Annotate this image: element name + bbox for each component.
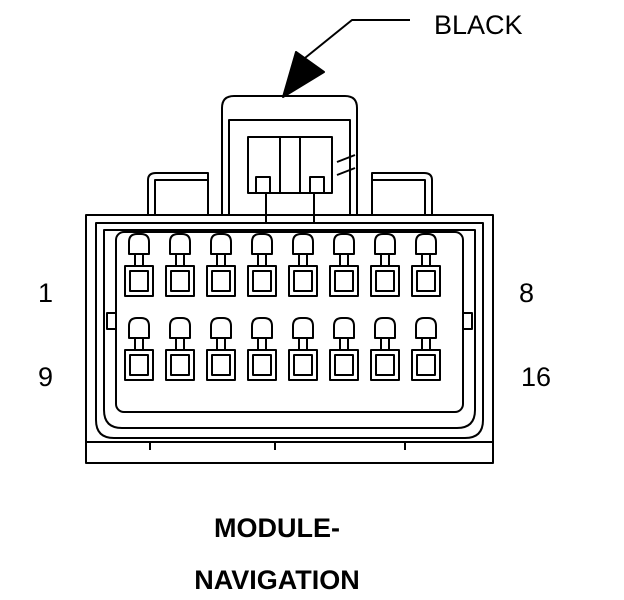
pin-cavity-1 xyxy=(125,234,153,296)
pin-cavity-14 xyxy=(330,318,358,380)
connector-body xyxy=(86,215,493,463)
pin-cavity-7 xyxy=(371,234,399,296)
pin-label-9: 9 xyxy=(38,362,54,392)
pin-cavity-grid xyxy=(125,234,440,380)
color-leader-arrow xyxy=(283,20,410,97)
pin-cavity-5 xyxy=(289,234,317,296)
pin-cavity-12 xyxy=(248,318,276,380)
pin-label-8: 8 xyxy=(519,278,535,308)
pin-cavity-8 xyxy=(412,234,440,296)
latch-housing xyxy=(222,96,357,223)
pin-cavity-6 xyxy=(330,234,358,296)
connector-title-line-1: MODULE- xyxy=(214,513,340,543)
pin-cavity-11 xyxy=(207,318,235,380)
pin-cavity-16 xyxy=(412,318,440,380)
side-ears xyxy=(148,173,432,215)
pin-cavity-15 xyxy=(371,318,399,380)
pin-label-16: 16 xyxy=(521,362,552,392)
pin-cavity-4 xyxy=(248,234,276,296)
pin-cavity-2 xyxy=(166,234,194,296)
pin-label-1: 1 xyxy=(38,278,54,308)
pin-cavity-9 xyxy=(125,318,153,380)
pin-cavity-13 xyxy=(289,318,317,380)
connector-title-line-2: NAVIGATION xyxy=(194,565,360,595)
pin-cavity-10 xyxy=(166,318,194,380)
pin-cavity-3 xyxy=(207,234,235,296)
connector-color-label: BLACK xyxy=(434,10,523,40)
